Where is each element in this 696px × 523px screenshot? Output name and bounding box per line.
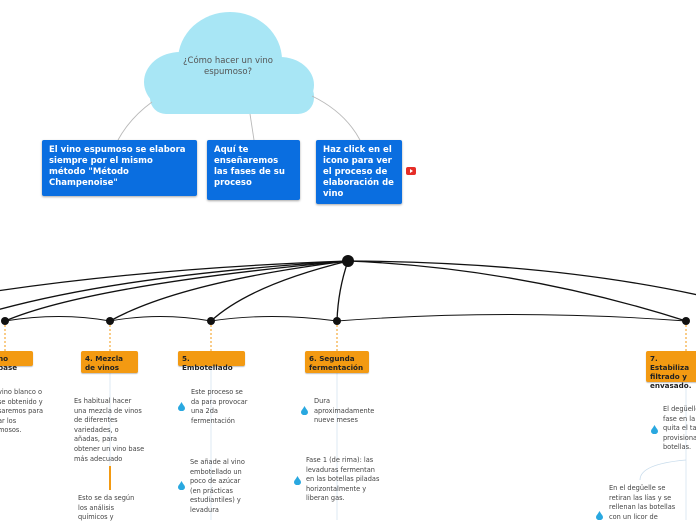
level-connectors [4,314,687,322]
branch-node[interactable] [333,317,341,325]
note-step7-b: En el degüelle se retiran las lías y se … [609,484,676,521]
branch-node[interactable] [682,317,690,325]
branch-node[interactable] [106,317,114,325]
note-guide-curve [639,459,687,481]
cloud-shape [144,12,314,114]
water-drop-icon [178,481,185,490]
branch-node[interactable] [1,317,9,325]
hub-connectors [0,260,696,322]
note-step5-a: Este proceso se da para provocar una 2da… [191,388,248,425]
intro-box-phases[interactable]: Aquí te enseñaremos las fases de su proc… [207,140,300,200]
note-step3: vino blanco o se obtenido y saremos para… [0,388,44,435]
water-drop-icon [651,425,658,434]
step-5-label[interactable]: 5. Embotellado [178,351,245,372]
step-connectors [4,325,687,352]
hub-node[interactable] [342,255,354,267]
water-drop-icon [301,406,308,415]
branch-node[interactable] [207,317,215,325]
note-step4-b: Esto se da según los análisis químicos y [78,494,135,522]
note-step7-a: El degüelle fase en la quita el ta provi… [663,405,696,452]
note-guides [109,367,687,520]
central-topic[interactable]: ¿Cómo hacer un vino espumoso? [183,56,273,77]
note-step6-a: Dura aproximadamente nueve meses [314,397,375,425]
note-step6-b: Fase 1 (de rima): las levaduras fermenta… [306,456,380,503]
note-step4-a: Es habitual hacer una mezcla de vinos de… [74,397,145,463]
water-drop-icon [596,511,603,520]
intro-connectors [117,95,361,141]
step-3-label[interactable]: no base [0,351,33,372]
step-4-label[interactable]: 4. Mezcla de vinos [81,351,138,373]
step-6-label[interactable]: 6. Segunda fermentación [305,351,369,373]
step-7-label[interactable]: 7. Estabiliza filtrado y envasado. [646,351,696,390]
youtube-icon[interactable] [406,167,416,175]
intro-box-video[interactable]: Haz click en el icono para ver el proces… [316,140,402,204]
intro-box-method[interactable]: El vino espumoso se elabora siempre por … [42,140,197,196]
water-drop-icon [178,402,185,411]
water-drop-icon [294,476,301,485]
note-step5-b: Se añade al vino embotellado un poco de … [190,458,245,514]
